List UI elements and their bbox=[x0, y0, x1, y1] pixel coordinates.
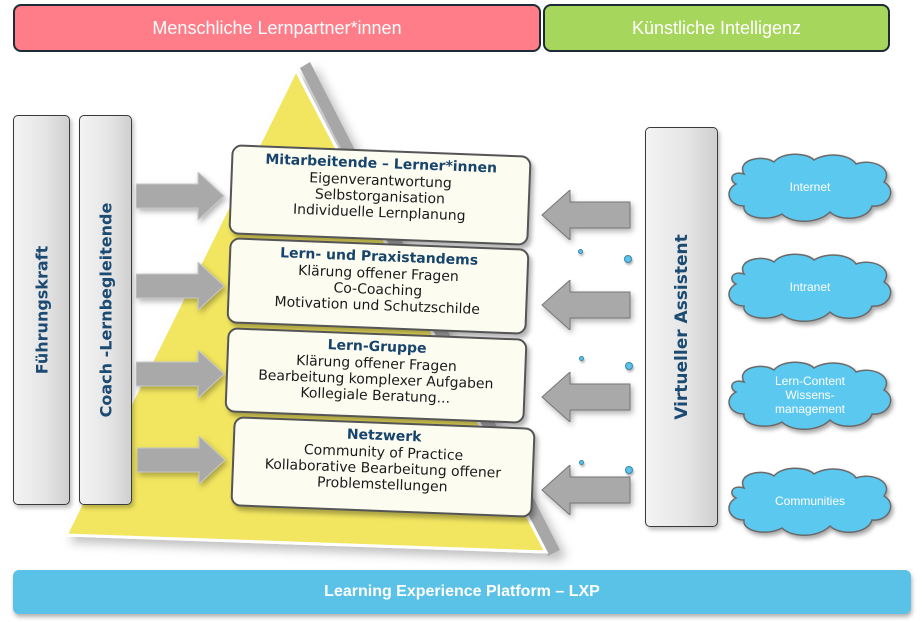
cloud-trail-dot bbox=[579, 356, 584, 361]
cloud-trail-dot bbox=[578, 249, 583, 254]
cloud-label: Intranet bbox=[722, 250, 898, 324]
cloud-internet: Internet bbox=[722, 150, 898, 224]
cloud-label: Communities bbox=[722, 464, 898, 538]
cloud-learning-content: Lern-Content Wissens- management bbox=[722, 358, 898, 432]
left-arrow-icon bbox=[541, 190, 631, 240]
left-arrow-icon bbox=[541, 465, 631, 515]
cloud-label-line: Wissens- bbox=[785, 388, 835, 402]
platform-label: Learning Experience Platform – LXP bbox=[324, 583, 600, 600]
ai-header: Künstliche Intelligenz bbox=[543, 4, 890, 52]
level-box-learners: Mitarbeitende – Lerner*innen Eigenverant… bbox=[228, 144, 532, 246]
leadership-label: Führungskraft bbox=[32, 245, 51, 375]
virtual-assistant-pillar: Virtueller Assistent bbox=[645, 127, 718, 527]
cloud-label-line: Internet bbox=[789, 180, 831, 194]
cloud-icon bbox=[728, 153, 892, 222]
cloud-communities: Communities bbox=[722, 464, 898, 538]
human-partners-header: Menschliche Lernpartner*innen bbox=[13, 4, 541, 52]
cloud-icon bbox=[728, 253, 892, 322]
leadership-pillar: Führungskraft bbox=[13, 115, 70, 505]
cloud-intranet: Intranet bbox=[722, 250, 898, 324]
level-box-network: Netzwerk Community of Practice Kollabora… bbox=[230, 416, 536, 518]
cloud-trail-dot bbox=[624, 255, 632, 263]
cloud-label-line: Communities bbox=[774, 494, 846, 508]
coach-label: Coach -Lernbegleitende bbox=[96, 202, 115, 418]
cloud-trail-dot bbox=[625, 362, 633, 370]
right-arrow-icon bbox=[136, 262, 225, 310]
ai-label: Künstliche Intelligenz bbox=[631, 17, 802, 38]
level-box-group: Lern-Gruppe Klärung offener Fragen Bearb… bbox=[224, 327, 528, 424]
level-box-tandems: Lern- und Praxistandems Klärung offener … bbox=[226, 237, 530, 335]
cloud-label-line: management bbox=[774, 402, 846, 416]
cloud-trail-dot bbox=[579, 460, 584, 465]
right-arrow-icon bbox=[136, 350, 225, 398]
coach-pillar: Coach -Lernbegleitende bbox=[79, 115, 132, 505]
cloud-label-line: Lern-Content bbox=[774, 374, 846, 388]
left-arrow-icon bbox=[541, 372, 631, 422]
cloud-icon bbox=[728, 467, 892, 536]
cloud-label: Internet bbox=[722, 150, 898, 224]
platform-bar: Learning Experience Platform – LXP bbox=[13, 570, 911, 614]
cloud-label: Lern-Content Wissens- management bbox=[722, 358, 898, 432]
cloud-icon bbox=[728, 361, 892, 430]
human-partners-label: Menschliche Lernpartner*innen bbox=[152, 17, 402, 38]
right-arrow-icon bbox=[136, 172, 225, 220]
right-arrow-icon bbox=[137, 436, 226, 484]
cloud-trail-dot bbox=[625, 466, 633, 474]
left-arrow-icon bbox=[541, 280, 631, 330]
virtual-assistant-label: Virtueller Assistent bbox=[671, 234, 692, 420]
cloud-label-line: Intranet bbox=[789, 280, 831, 294]
